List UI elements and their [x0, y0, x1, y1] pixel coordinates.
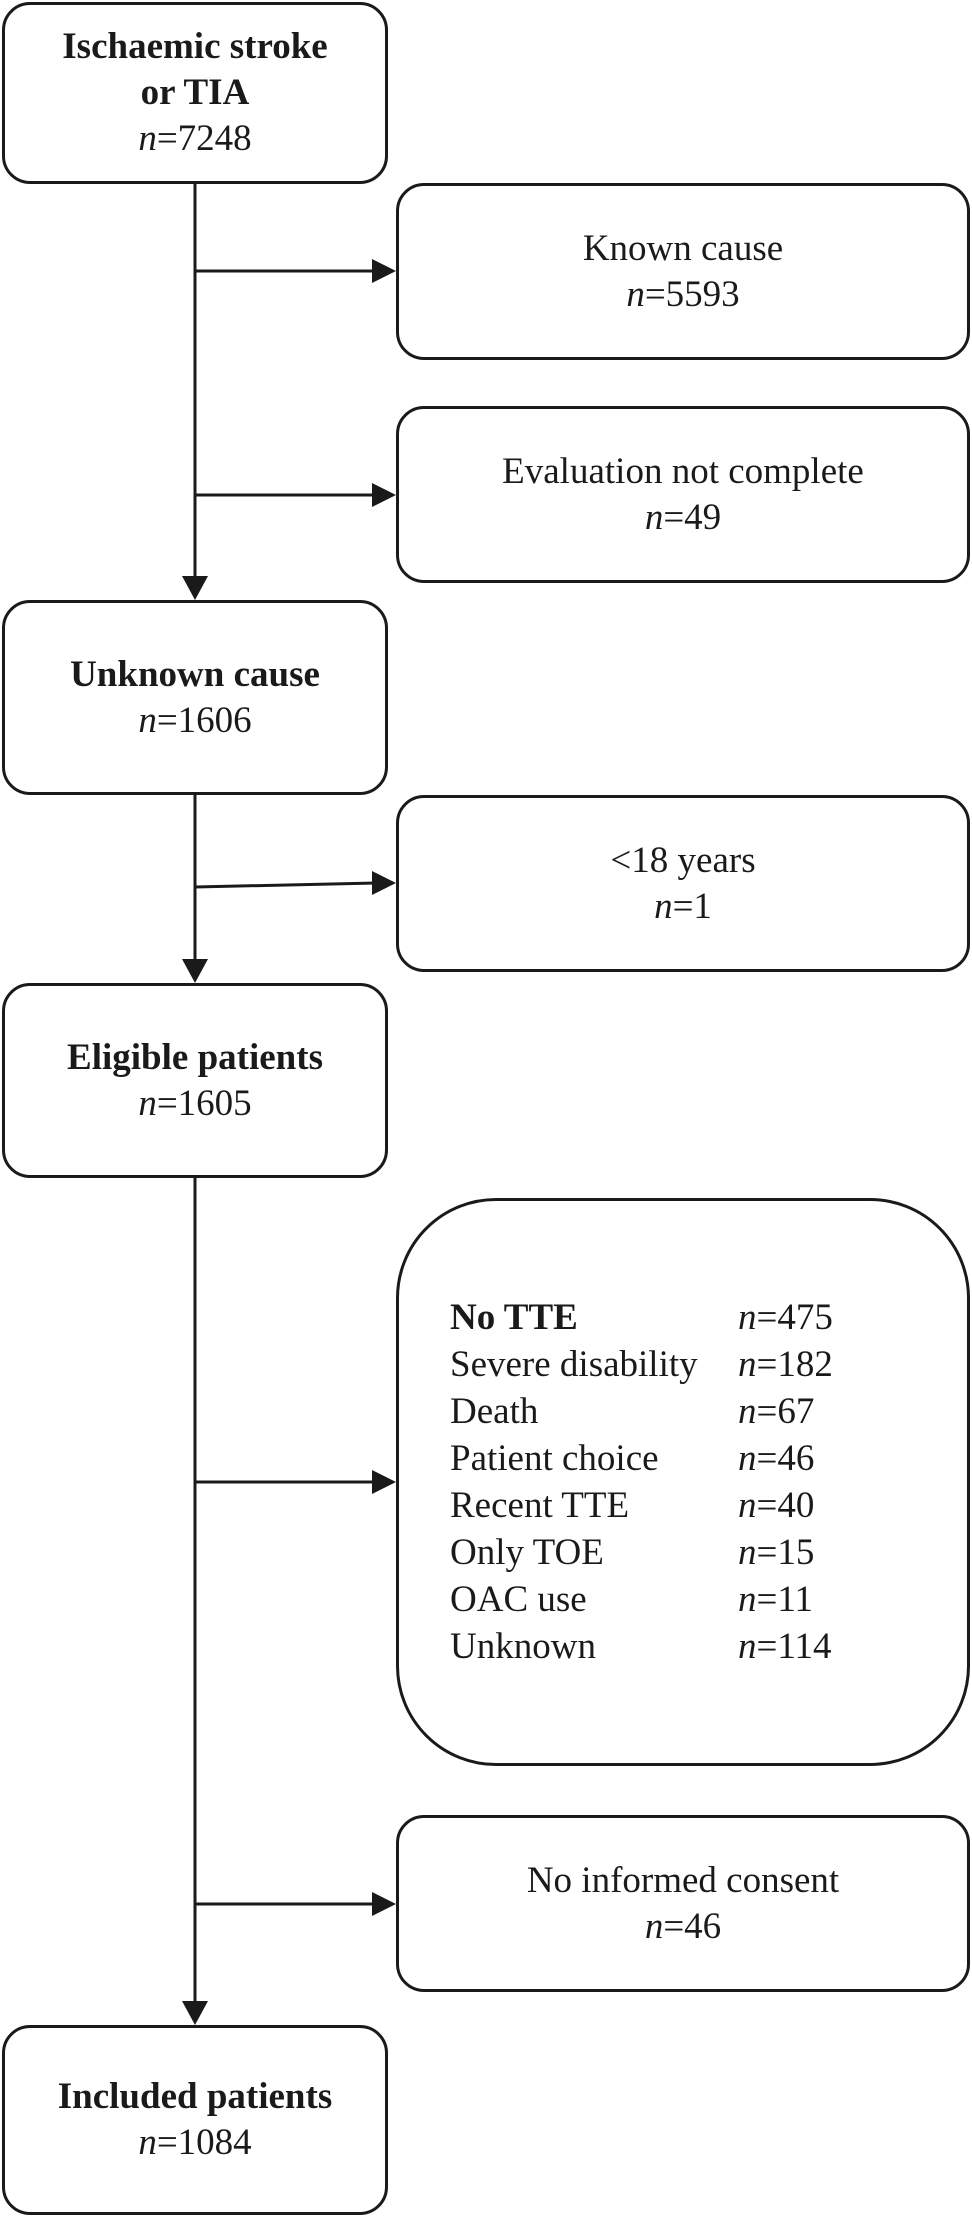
reason-count: n=182	[738, 1341, 833, 1388]
n-symbol: n	[738, 1344, 757, 1385]
branch-no-consent-arrow	[372, 1892, 396, 1916]
n-symbol: n	[738, 1532, 757, 1573]
no-consent-count: n=46	[645, 1904, 721, 1950]
no-consent-box: No informed consent n=46	[396, 1815, 970, 1992]
n-symbol: n	[644, 1905, 664, 1947]
stroke-count: n=7248	[138, 116, 251, 162]
count-value: =5593	[644, 273, 740, 315]
n-symbol: n	[138, 118, 157, 159]
eligible-count: n=1605	[138, 1081, 251, 1127]
evaluation-box: Evaluation not complete n=49	[396, 406, 970, 583]
n-symbol: n	[738, 1485, 757, 1526]
count-value: =475	[756, 1297, 833, 1338]
count-value: =67	[756, 1391, 815, 1432]
branch-under-18	[194, 881, 377, 889]
reason-count: n=475	[738, 1294, 833, 1341]
count-value: =40	[756, 1485, 815, 1526]
n-symbol: n	[738, 1626, 757, 1667]
reason-label: Recent TTE	[450, 1485, 630, 1526]
count-value: =1084	[156, 2122, 252, 2163]
branch-no-tte-arrow	[372, 1470, 396, 1494]
eligible-title: Eligible patients	[67, 1036, 323, 1078]
trunk-arrow-3	[182, 2001, 208, 2025]
no-consent-label: No informed consent	[526, 1859, 840, 1901]
reason-count: n=11	[738, 1576, 833, 1623]
count-value: =11	[756, 1579, 814, 1620]
n-symbol: n	[644, 496, 664, 538]
n-symbol: n	[654, 885, 673, 927]
included-count: n=1084	[138, 2120, 251, 2166]
stroke-title-line1: Ischaemic stroke	[62, 26, 328, 67]
n-symbol: n	[138, 2122, 157, 2163]
branch-known-cause-arrow	[372, 259, 396, 283]
n-symbol: n	[738, 1438, 757, 1479]
included-box: Included patients n=1084	[2, 2025, 388, 2215]
reason-count: n=67	[738, 1388, 833, 1435]
n-symbol: n	[738, 1297, 757, 1338]
reason-label: Death	[450, 1391, 539, 1432]
evaluation-label: Evaluation not complete	[502, 450, 864, 492]
unknown-cause-title: Unknown cause	[70, 653, 320, 695]
eligible-box: Eligible patients n=1605	[2, 983, 388, 1178]
reason-label: Unknown	[450, 1626, 596, 1667]
n-symbol: n	[738, 1391, 757, 1432]
reason-count: n=46	[738, 1435, 833, 1482]
trunk-arrow-2	[182, 959, 208, 983]
count-value: =182	[756, 1344, 833, 1385]
reason-count: n=15	[738, 1529, 833, 1576]
under-18-count: n=1	[654, 884, 712, 930]
count-value: =7248	[156, 118, 252, 159]
known-cause-count: n=5593	[626, 272, 739, 318]
count-value: =15	[756, 1532, 815, 1573]
under-18-box: <18 years n=1	[396, 795, 970, 972]
no-tte-reasons-table: No TTE n=475 Severe disability n=182 Dea…	[450, 1294, 833, 1670]
n-symbol: n	[626, 273, 645, 315]
branch-evaluation-arrow	[372, 483, 396, 507]
branch-under-18-arrow	[372, 871, 396, 895]
known-cause-label: Known cause	[582, 227, 784, 269]
reason-count: n=114	[738, 1623, 833, 1670]
included-title: Included patients	[57, 2076, 333, 2117]
count-value: =1606	[156, 699, 252, 741]
n-symbol: n	[138, 1082, 157, 1124]
no-tte-box: No TTE n=475 Severe disability n=182 Dea…	[396, 1198, 970, 1766]
count-value: =49	[663, 496, 722, 538]
reason-label: No TTE	[450, 1297, 578, 1338]
reason-count: n=40	[738, 1482, 833, 1529]
count-value: =46	[663, 1905, 722, 1947]
trunk-arrow-1	[182, 576, 208, 600]
count-value: =1	[672, 885, 712, 927]
count-value: =1605	[156, 1082, 252, 1124]
n-symbol: n	[138, 699, 157, 741]
reason-label: Severe disability	[450, 1344, 698, 1385]
unknown-cause-box: Unknown cause n=1606	[2, 600, 388, 795]
known-cause-box: Known cause n=5593	[396, 183, 970, 360]
reason-label: OAC use	[450, 1579, 587, 1620]
stroke-box: Ischaemic stroke or TIA n=7248	[2, 2, 388, 184]
evaluation-count: n=49	[645, 495, 721, 541]
under-18-label: <18 years	[610, 839, 756, 881]
reason-label: Only TOE	[450, 1532, 604, 1573]
reason-label: Patient choice	[450, 1438, 659, 1479]
count-value: =114	[756, 1626, 832, 1667]
stroke-title-line2: or TIA	[140, 72, 250, 113]
n-symbol: n	[738, 1579, 757, 1620]
unknown-cause-count: n=1606	[138, 698, 251, 744]
count-value: =46	[756, 1438, 815, 1479]
